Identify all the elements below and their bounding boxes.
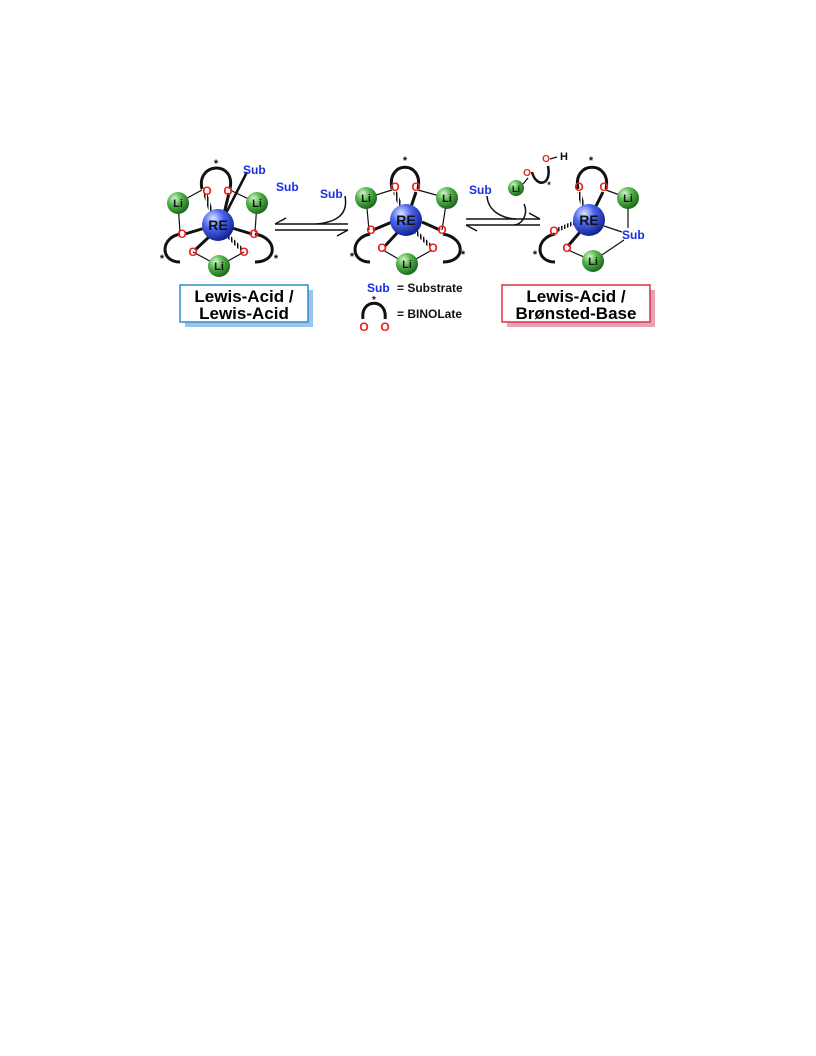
li-sphere [582,250,604,272]
li-label: Li [361,193,371,205]
equilibrium-arrow-2: Sub Li O O H * [465,151,568,232]
binol-arc [538,232,556,264]
legend-sub-definition: = Substrate [397,281,463,295]
hydrogen-label: H [560,151,568,163]
li-sphere [167,192,189,214]
re-sphere [202,209,234,241]
oxygen-label: O [188,245,197,259]
oxygen-label: O [359,320,368,334]
stereo-star: * [547,180,551,190]
substrate-label: Sub [320,187,343,201]
lewis-acid-bronsted-base-box: Lewis-Acid / Brønsted-Base [501,284,655,327]
substrate-label: Sub [622,228,645,242]
li-sphere [396,253,418,275]
li-sphere [355,187,377,209]
binol-arc [353,232,371,264]
re-label: RE [579,212,598,228]
stereo-star: * [214,158,219,170]
re-label: RE [208,217,227,233]
re-sphere [573,204,605,236]
right-complex: Li Li RE O O O O * * Sub [533,155,645,272]
box-label-line1: Lewis-Acid / [526,287,625,306]
oxygen-label: O [390,180,399,194]
binol-arc [361,301,387,320]
lewis-acid-lewis-acid-box: Lewis-Acid / Lewis-Acid [179,284,313,327]
oxygen-label: O [437,223,446,237]
stereo-star: * [589,155,594,167]
middle-complex: Li Li Li RE O O O O O O * * * [350,155,466,275]
li-sphere [246,192,268,214]
oxygen-label: O [239,245,248,259]
stereo-star: * [461,249,466,261]
li-label: Li [402,259,412,271]
li-sphere [617,187,639,209]
oxygen-label: O [411,180,420,194]
box-label-line2: Brønsted-Base [516,304,637,323]
stereo-star: * [350,251,355,263]
legend-binolate-definition: = BINOLate [397,307,462,321]
box-label-line2: Lewis-Acid [199,304,289,323]
stereo-star: * [372,295,376,306]
stereo-star: * [533,249,538,261]
oxygen-label: O [428,241,437,255]
re-label: RE [396,212,415,228]
stereo-star: * [160,253,165,265]
oxygen-label: O [542,154,550,165]
legend-sub-symbol: Sub [367,281,390,295]
binol-arc [530,165,550,184]
li-label: Li [252,198,262,210]
li-label: Li [173,198,183,210]
box-label-line1: Lewis-Acid / [194,287,293,306]
oxygen-label: O [549,224,558,238]
li-label: Li [214,261,224,273]
li-label: Li [442,193,452,205]
equilibrium-arrow-1: Sub [274,187,349,237]
oxygen-label: O [574,180,583,194]
substrate-label: Sub [276,180,299,194]
re-sphere [390,204,422,236]
oxygen-label: O [366,223,375,237]
oxygen-label: O [202,184,211,198]
legend: Sub = Substrate * O O = BINOLate [359,281,463,334]
oxygen-label: O [380,320,389,334]
binol-arc [389,165,421,190]
oxygen-label: O [249,227,258,241]
oxygen-label: O [223,184,232,198]
oxygen-label: O [523,168,531,179]
li-sphere [208,255,230,277]
li-label: Li [623,193,633,205]
li-label: Li [588,256,598,268]
li-sphere [508,180,524,196]
stereo-star: * [274,253,279,265]
oxygen-label: O [562,241,571,255]
oxygen-label: O [599,180,608,194]
substrate-label: Sub [469,183,492,197]
binol-arc [254,232,274,264]
li-sphere [436,187,458,209]
left-complex: Li Li Li RE O O O O O O * * * Sub Sub [160,158,299,277]
binol-arc [442,232,462,264]
substrate-label: Sub [243,163,266,177]
binol-arc [575,165,609,190]
li-label: Li [512,184,520,194]
binol-arc [163,232,181,264]
stereo-star: * [403,155,408,167]
oxygen-label: O [377,241,386,255]
binol-arc [199,166,233,190]
oxygen-label: O [177,227,186,241]
